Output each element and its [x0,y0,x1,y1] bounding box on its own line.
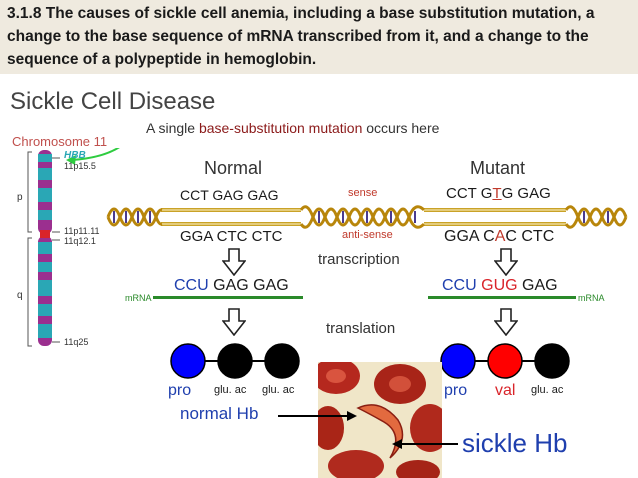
helix-twist-right [564,205,628,227]
sickle-hb-pointer-head [392,439,402,449]
mutant-antisense-strand: GGA CAC CTC [444,228,554,246]
transcription-arrow-normal [222,248,246,276]
mutant-antisense-mutation: A [494,228,506,245]
mutant-mrna-line [428,296,576,299]
centromere [40,230,50,238]
q-arm-bracket [27,237,32,347]
sickle-hb-pointer [400,443,458,445]
dna-helix [106,205,628,229]
translation-arrow-normal [222,308,246,336]
translation-arrow-mutant [494,308,518,336]
normal-mrna-rest: GAG GAG [208,277,289,294]
transcription-arrow-mutant [494,248,518,276]
normal-antisense-strand: GGA CTC CTC [180,228,283,245]
hbb-pointer-arrow [71,148,120,161]
mutant-mrna-first-codon: CCU [442,277,477,294]
mutant-aa-val-label: val [495,382,516,399]
hbb-band-label: 11p15.5 [64,161,96,171]
translation-label: translation [326,320,396,337]
q-arm-label: q [17,290,23,301]
bottom-band-label: 11q25 [64,337,89,347]
red-blood-cells-image [318,362,442,478]
centromere-band-label-1: 11p11.11 [64,226,100,236]
normal-aa-glu-1 [217,343,253,379]
normal-polypeptide [170,343,300,379]
mutation-note-highlight: base-substitution mutation [198,120,363,136]
mrna-label-right: mRNA [578,293,605,303]
normal-mrna-line [153,296,303,299]
centromere-band-label-2: 11q12.1 [64,236,96,246]
mutant-mrna: CCU GUG GAG [442,277,558,295]
normal-mrna-first-codon: CCU [174,277,209,294]
normal-mrna: CCU GAG GAG [174,277,289,295]
mutant-sense-mutation: T [492,185,502,202]
header-text: 3.1.8 The causes of sickle cell anemia, … [7,5,595,68]
header-bar: 3.1.8 The causes of sickle cell anemia, … [0,0,638,74]
normal-aa-pro-label: pro [168,382,192,399]
mutation-note-suffix: occurs here [362,120,440,136]
sense-label: sense [348,187,378,199]
normal-sense-strand: CCT GAG GAG [180,187,279,203]
normal-aa-pro [170,343,206,379]
mutation-note: A single base-substitution mutation occu… [146,120,439,136]
mutant-mrna-mutated-codon: GUG [476,277,518,294]
mutant-aa-pro-label: pro [444,382,468,399]
antisense-label: anti-sense [342,229,393,241]
mutant-mrna-rest: GAG [517,277,558,294]
mutant-sense-strand: CCT GTG GAG [446,185,551,202]
normal-hb-label: normal Hb [180,404,259,423]
chromosome-bands [38,154,52,338]
mutant-aa-glu-label: glu. ac [531,384,564,396]
mutant-polypeptide [440,343,570,379]
transcription-label: transcription [318,251,400,268]
mutant-aa-glu [534,343,570,379]
normal-hb-pointer [278,415,350,417]
p-arm-label: p [17,192,23,203]
mutant-sense-a: CCT G [446,185,493,202]
mrna-label-left: mRNA [125,293,152,303]
mutation-note-prefix: A single [146,120,199,136]
mutant-antisense-b: C CTC [505,228,555,245]
normal-aa-glu-label-2: glu. ac [262,384,295,396]
mutant-aa-val [487,343,523,379]
normal-heading: Normal [204,158,263,178]
sickle-hb-label: sickle Hb [462,428,568,458]
chromosome-label: Chromosome 11 [12,134,108,149]
mutant-antisense-a: GGA C [444,228,495,245]
normal-aa-glu-label-1: glu. ac [214,384,247,396]
normal-aa-glu-2 [264,343,300,379]
mutant-aa-pro [440,343,476,379]
mutant-sense-b: G GAG [501,185,551,202]
sickle-cell [356,404,404,459]
hbb-gene-label: HBB [64,150,86,161]
p-arm-bracket [27,151,32,233]
normal-hb-pointer-head [347,411,357,421]
mutant-heading: Mutant [470,158,526,178]
chromosome-figure [27,148,120,347]
slide-title: Sickle Cell Disease [10,88,216,115]
hbb-pointer-arrowhead [66,155,76,165]
